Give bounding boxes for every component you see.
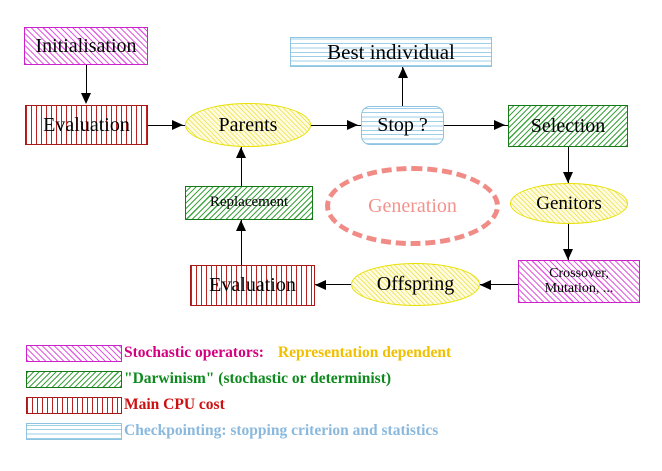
node-replacement-label: Replacement [209,194,289,211]
node-crossover-label-line1: Crossover, [549,265,609,281]
node-evaluation-top-label: Evaluation [43,113,130,136]
edge-stop-best-individual-arrowhead [397,67,408,78]
edge-genitors-crossover [568,224,570,260]
legend-label-stochastic-operators: Stochastic operators: Representation depe… [124,344,451,362]
legend-label-darwinism: "Darwinism" (stochastic or determinist) [124,370,392,387]
node-initialisation-label: Initialisation [35,34,137,57]
node-crossover-label-line2: Mutation, ... [544,280,614,296]
edge-evaluation-parents [148,124,185,126]
node-selection-label: Selection [530,114,606,137]
legend-row: Stochastic operators: Representation depe… [0,340,662,366]
node-parents-label: Parents [218,113,278,136]
legend-label-main-cpu-cost: Main CPU cost [124,396,225,413]
edge-replacement-parents [241,147,243,186]
edge-crossover-offspring-arrowhead [480,279,491,290]
node-best-individual-label: Best individual [327,39,455,64]
node-generation-cycle: Generation [325,166,500,246]
legend-label-checkpointing: Checkpointing: stopping criterion and st… [124,422,439,439]
node-offspring-label: Offspring [376,273,455,295]
edge-offspring-evaluation [315,284,351,286]
node-initialisation[interactable]: Initialisation [24,27,148,65]
edge-parents-stop-arrowhead [347,120,358,130]
node-evaluation-bottom[interactable]: Evaluation [190,265,315,306]
edge-evaluation-replacement [241,220,243,265]
legend: Stochastic operators: Representation depe… [0,340,662,444]
edge-stop-best-individual [402,67,404,106]
edge-crossover-offspring [480,284,518,286]
legend-text-primary: Stochastic operators: [124,344,264,361]
legend-swatch-main-cpu-cost [26,396,122,414]
edge-evaluation-parents-arrowhead [172,120,183,130]
node-genitors-label: Genitors [536,192,602,214]
edge-evaluation-replacement-arrowhead [236,220,247,231]
node-best-individual[interactable]: Best individual [290,37,492,67]
node-generation-label: Generation [368,194,457,217]
edge-genitors-crossover-arrowhead [563,249,574,260]
legend-row: Main CPU cost [0,392,662,418]
legend-row: "Darwinism" (stochastic or determinist) [0,366,662,392]
node-selection[interactable]: Selection [508,105,628,147]
edge-initialisation-evaluation-arrowhead [81,93,92,104]
edge-offspring-evaluation-arrowhead [315,279,326,290]
legend-swatch-checkpointing [26,422,122,440]
edge-parents-stop [311,124,361,126]
node-evaluation-top[interactable]: Evaluation [25,105,148,145]
node-crossover-mutation[interactable]: Crossover, Mutation, ... [518,260,640,303]
edge-initialisation-evaluation [86,65,88,95]
node-offspring[interactable]: Offspring [351,263,480,306]
node-replacement[interactable]: Replacement [185,186,313,220]
edge-stop-selection-arrowhead [494,120,505,130]
legend-swatch-stochastic-operators [26,344,122,362]
edge-selection-genitors [568,147,570,183]
legend-text-secondary: Representation dependent [277,344,452,361]
node-stop-label: Stop ? [377,114,428,136]
edge-selection-genitors-arrowhead [563,172,574,183]
node-evaluation-bottom-label: Evaluation [209,274,296,296]
node-genitors[interactable]: Genitors [510,183,628,224]
legend-row: Checkpointing: stopping criterion and st… [0,418,662,444]
edge-stop-selection [444,124,508,126]
node-stop[interactable]: Stop ? [361,106,444,145]
edge-replacement-parents-arrowhead [236,147,247,158]
node-parents[interactable]: Parents [185,103,311,147]
legend-swatch-darwinism [26,370,122,388]
